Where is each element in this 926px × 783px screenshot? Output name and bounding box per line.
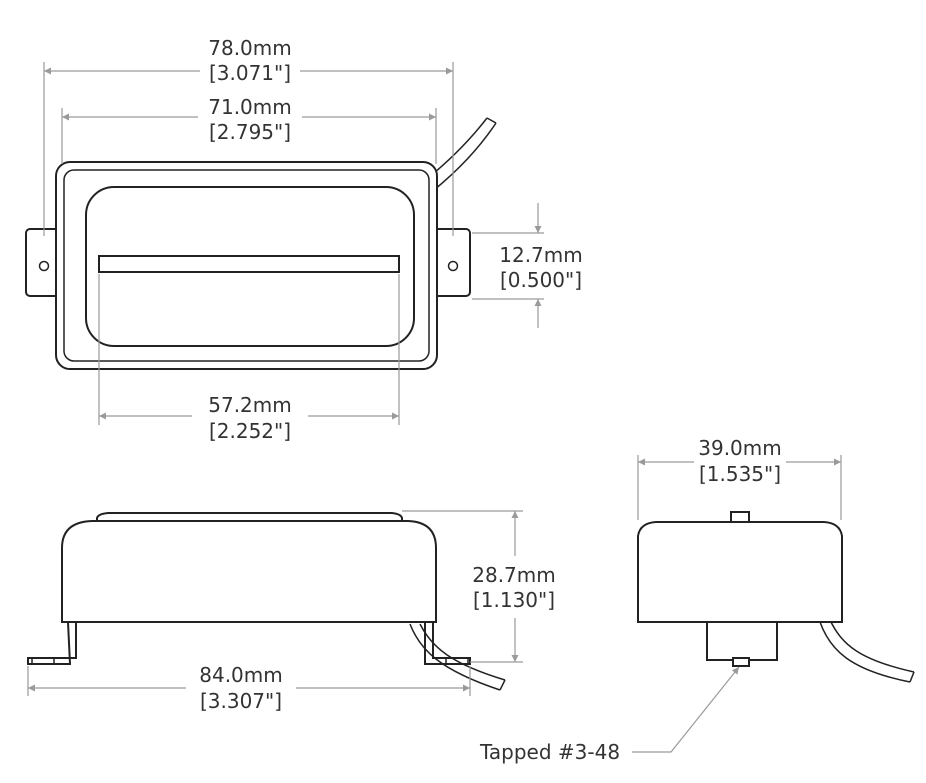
front-lead-wire xyxy=(409,623,501,691)
right-mounting-hole xyxy=(447,260,459,272)
side-width-mm: 39.0mm xyxy=(698,436,782,460)
pole-width-inch: [2.252"] xyxy=(209,419,291,443)
height-mm: 28.7mm xyxy=(472,563,556,587)
pole-offset-inch: [0.500"] xyxy=(500,268,582,292)
side-width-inch: [1.535"] xyxy=(699,462,781,486)
top-view: 78.0mm [3.071"] 71.0mm [2.795"] 57.2mm [… xyxy=(25,36,583,443)
length-inch: [3.307"] xyxy=(200,689,282,713)
pickup-body-side xyxy=(637,521,843,623)
tapped-thread-note: Tapped #3-48 xyxy=(479,740,620,764)
pole-offset-mm: 12.7mm xyxy=(499,243,583,267)
ring-width-inch: [2.795"] xyxy=(209,120,291,144)
ring-width-mm: 71.0mm xyxy=(208,95,292,119)
length-mm: 84.0mm xyxy=(199,663,283,687)
blade-pole xyxy=(98,255,400,273)
side-view: 39.0mm [1.535"] Tapped #3-48 xyxy=(479,436,915,764)
left-mounting-hole xyxy=(38,260,50,272)
pickup-body-front xyxy=(61,520,437,623)
overall-width-mm: 78.0mm xyxy=(208,36,292,60)
tapped-insert xyxy=(732,657,750,667)
height-inch: [1.130"] xyxy=(473,588,555,612)
pole-width-mm: 57.2mm xyxy=(208,393,292,417)
cover-top-front xyxy=(96,512,403,522)
front-view: 28.7mm [1.130"] 84.0mm [3.307"] xyxy=(27,510,556,713)
side-lead-wire xyxy=(819,621,911,683)
overall-width-inch: [3.071"] xyxy=(209,61,291,85)
base-block xyxy=(706,619,778,661)
